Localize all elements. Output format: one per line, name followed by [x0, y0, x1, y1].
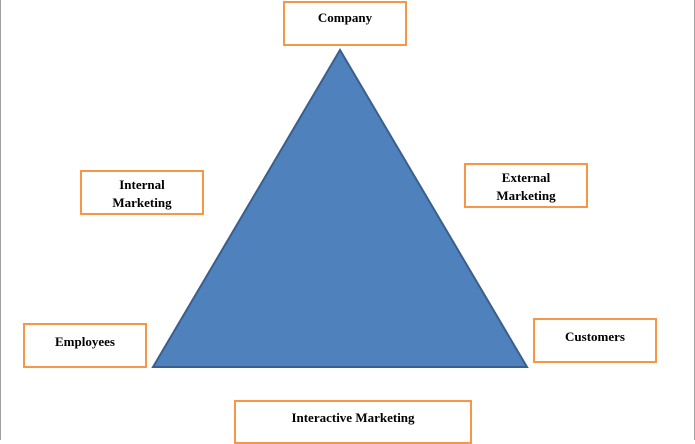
- external-marketing-label-line1: External: [501, 170, 551, 185]
- external-marketing-label-line2: Marketing: [496, 188, 556, 203]
- left-border: [0, 0, 1, 440]
- interactive-marketing-box: Interactive Marketing: [234, 400, 472, 444]
- external-marketing-box: External Marketing: [464, 163, 588, 208]
- internal-marketing-box: Internal Marketing: [80, 170, 204, 215]
- employees-label: Employees: [55, 334, 115, 349]
- interactive-marketing-label: Interactive Marketing: [291, 410, 415, 425]
- company-box: Company: [283, 1, 407, 46]
- customers-label: Customers: [565, 329, 625, 344]
- internal-marketing-label-line2: Marketing: [112, 195, 172, 210]
- company-label: Company: [317, 10, 373, 25]
- employees-box: Employees: [23, 323, 147, 368]
- triangle-shape: [151, 48, 529, 368]
- customers-box: Customers: [533, 318, 657, 363]
- internal-marketing-label-line1: Internal: [119, 177, 165, 192]
